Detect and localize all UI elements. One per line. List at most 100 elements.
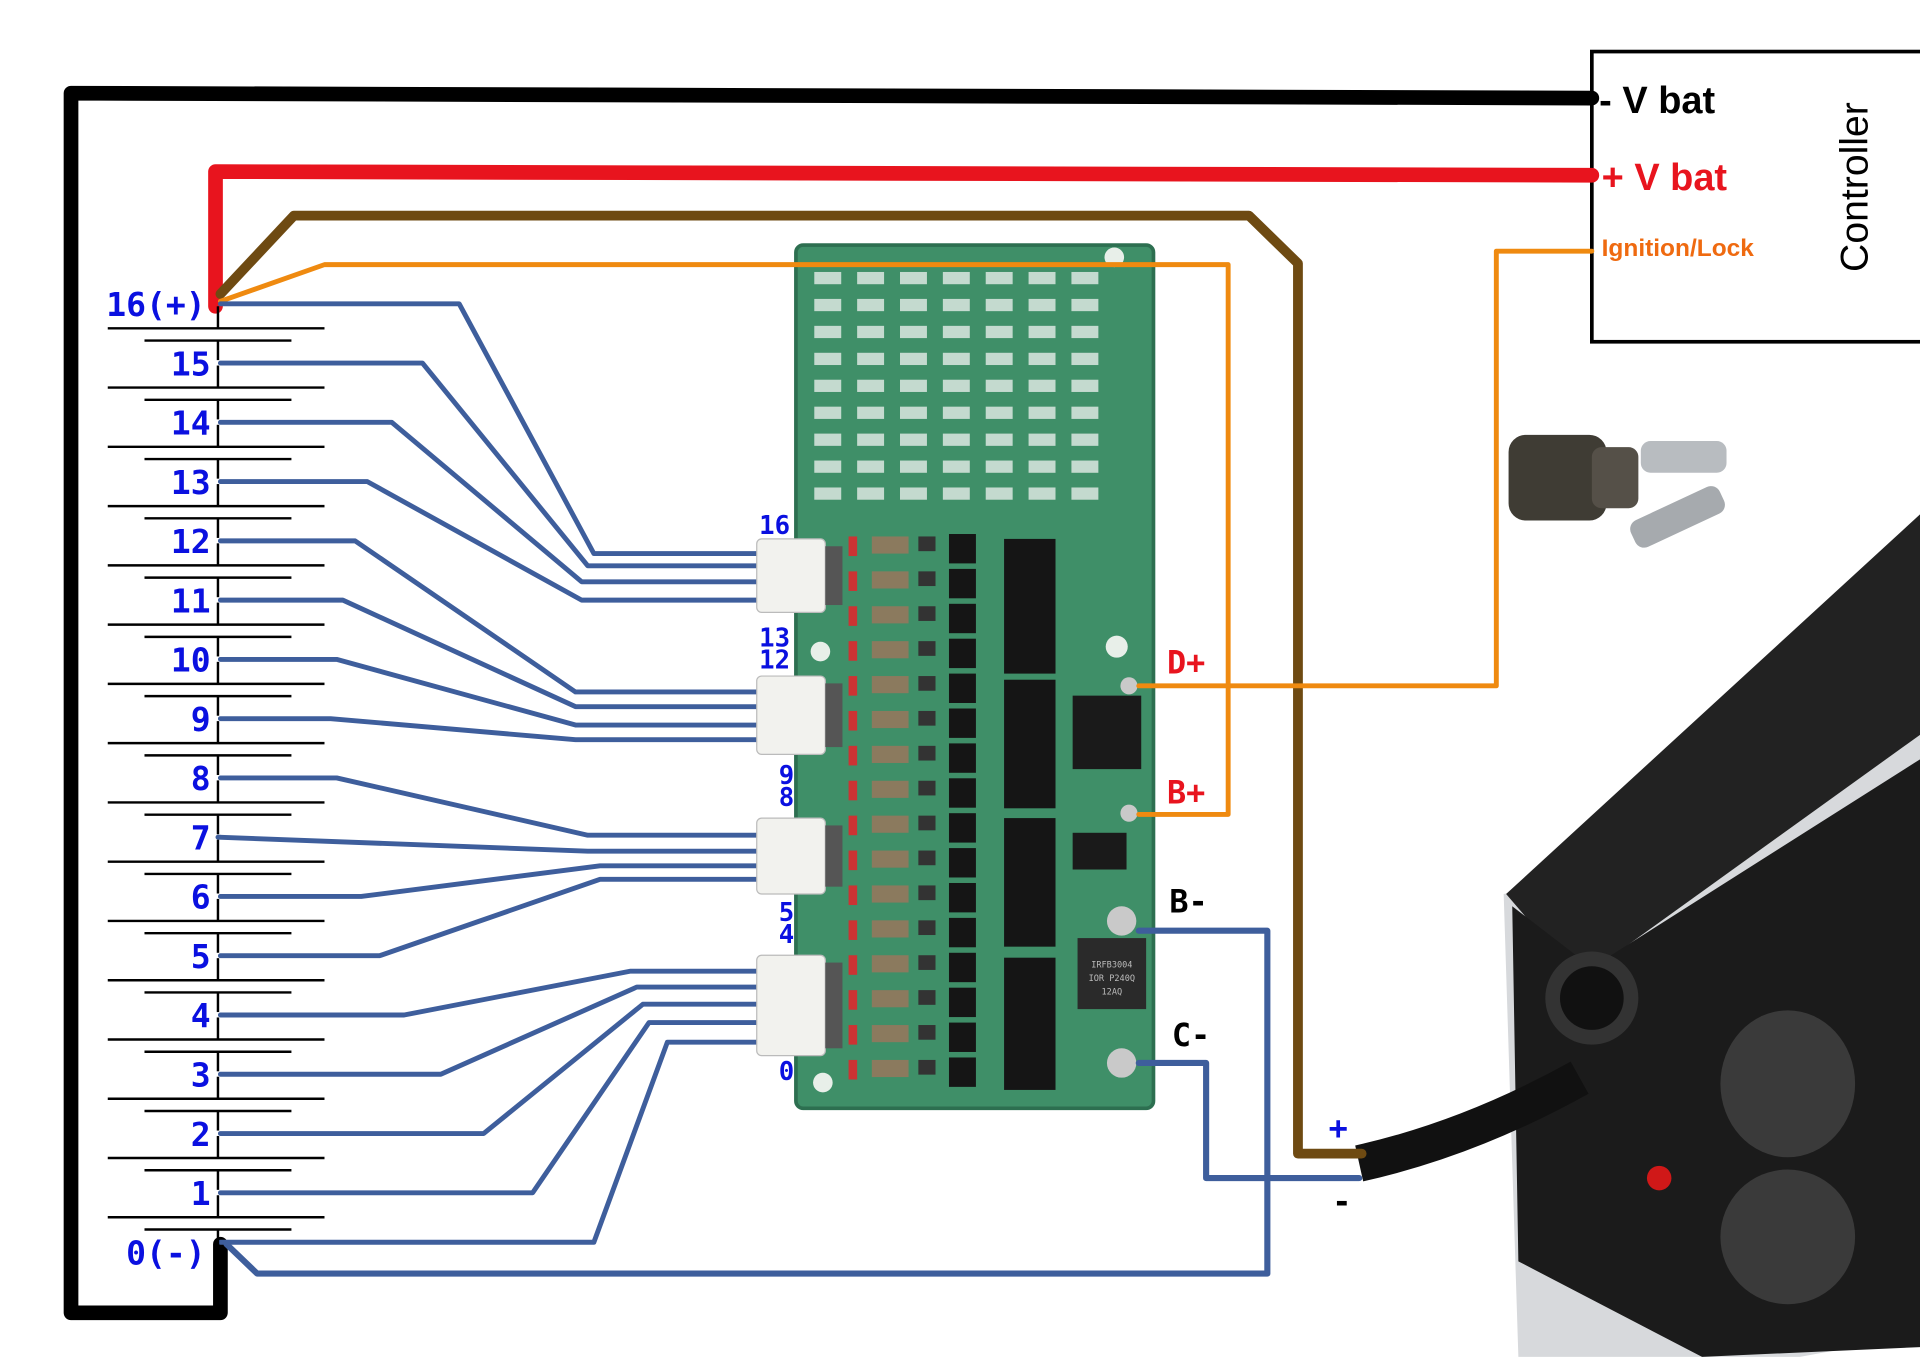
resistor	[871, 850, 909, 868]
pcb-pad	[814, 406, 842, 419]
resistor	[871, 676, 909, 694]
transistor	[918, 780, 936, 796]
cell-tap-label: 8	[191, 759, 211, 798]
pcb-pad	[900, 298, 927, 312]
ic-small	[948, 743, 976, 773]
pcb-pad	[1071, 325, 1099, 339]
ic-small	[948, 987, 976, 1018]
diode	[848, 955, 858, 975]
connector-solder	[825, 962, 843, 1049]
diode	[848, 780, 858, 801]
blue-wire-cminus	[1135, 1059, 1363, 1182]
balance-connector[interactable]	[756, 817, 826, 895]
transistor	[918, 955, 936, 970]
resistor	[871, 780, 909, 798]
mosfet-bottom	[1077, 938, 1147, 1010]
ic-large	[1004, 679, 1056, 809]
pcb-pad	[857, 433, 885, 446]
balance-wire	[217, 479, 765, 603]
pcb-pad	[985, 460, 1013, 473]
resistor	[871, 1059, 909, 1078]
cell-tap-label: 1	[191, 1174, 211, 1213]
balance-connector[interactable]	[756, 538, 826, 613]
cminus-label: C-	[1172, 1016, 1210, 1054]
pcb-pad	[1028, 379, 1056, 392]
ic-small	[948, 708, 976, 738]
neg-vbat-label: - V bat	[1599, 80, 1715, 122]
pcb-pad	[1071, 460, 1099, 473]
ic-small	[948, 568, 976, 599]
ic-small	[948, 534, 976, 564]
pcb-pad	[1028, 406, 1056, 419]
resistor	[871, 920, 909, 938]
pcb-pad	[942, 271, 970, 285]
balance-wire	[217, 360, 765, 569]
resistor	[871, 710, 909, 729]
balance-wire	[217, 716, 765, 743]
bms-pcb: IRFB3004 IOR P240Q 12AQ	[794, 243, 1156, 1111]
cell-tap-label: 2	[191, 1115, 211, 1154]
transistor	[918, 571, 936, 587]
cell-tap-label: 3	[191, 1056, 211, 1095]
pcb-pad	[1071, 298, 1099, 312]
pcb-pad	[942, 433, 970, 446]
connector-label: 12	[759, 646, 790, 676]
controller-title: Controller	[1833, 102, 1876, 272]
orange-wire-bplus	[217, 262, 1231, 817]
pos-vbat-label: + V bat	[1602, 157, 1728, 199]
balance-wire	[217, 968, 765, 1018]
pcb-pad	[814, 379, 842, 392]
ic-large	[1004, 818, 1056, 947]
connector-label: 16	[759, 511, 790, 541]
pcb-labels: 16 13 12 9 8 5 4 0 D+ B+ B- C- + -	[759, 511, 1351, 1220]
cell-tap-label: 6	[191, 878, 211, 917]
pcb-pad	[985, 325, 1013, 339]
pcb-pad	[985, 379, 1013, 392]
pcb-pad	[985, 433, 1013, 446]
cell-tap-label: 9	[191, 700, 211, 739]
connector-label: 8	[779, 783, 794, 813]
pcb-pad	[1071, 433, 1099, 446]
connector-label: 13	[759, 624, 790, 654]
transistor	[918, 641, 936, 656]
pcb-pad	[1071, 352, 1099, 366]
balance-wire	[217, 419, 765, 585]
ic-small	[948, 638, 976, 669]
diode	[848, 920, 858, 940]
balance-connector[interactable]	[756, 675, 826, 756]
pcb-pad	[985, 406, 1013, 419]
ic-small	[948, 882, 976, 913]
balance-wire	[217, 876, 765, 959]
diode	[848, 1059, 858, 1080]
balance-connector[interactable]	[756, 954, 826, 1057]
pcb-pad	[985, 487, 1013, 500]
pcb-pad	[857, 352, 885, 366]
diode	[848, 536, 858, 557]
transistor	[918, 606, 936, 621]
pcb-pad	[1071, 406, 1099, 419]
ignition-lock-icon	[1508, 434, 1727, 548]
diode	[848, 815, 858, 836]
pcb-pad	[1071, 379, 1099, 392]
mosfet-marking: IOR P240Q	[1089, 974, 1135, 984]
black-wire-neg	[63, 85, 1600, 1321]
resistor	[871, 815, 909, 833]
resistor	[871, 885, 909, 903]
transistor	[918, 710, 936, 726]
pcb-pad	[942, 406, 970, 419]
mosfet-marking: IRFB3004	[1091, 960, 1132, 970]
dplus-label: D+	[1167, 644, 1205, 682]
transistor	[918, 920, 936, 936]
charger-minus-label: -	[1332, 1182, 1351, 1220]
pcb-pad	[1028, 352, 1056, 366]
blue-wire-bminus	[223, 927, 1271, 1277]
mosfet-marking: 12AQ	[1102, 987, 1123, 997]
pcb-pad	[1028, 271, 1056, 285]
pcb-pad	[1028, 433, 1056, 446]
cell-tap-label: 5	[191, 937, 211, 976]
brown-wire-charger-pos	[215, 210, 1367, 1159]
pcb-pad	[1071, 487, 1099, 500]
pcb-pad	[942, 379, 970, 392]
diode	[848, 1025, 858, 1045]
